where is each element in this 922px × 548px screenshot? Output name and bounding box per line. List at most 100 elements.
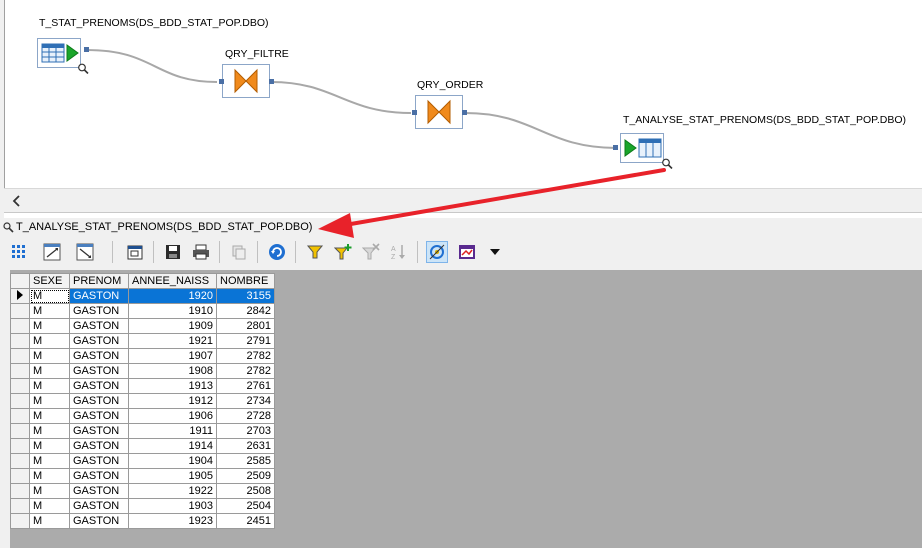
row-header[interactable] — [10, 318, 30, 334]
cell-annee-naiss[interactable]: 1908 — [128, 363, 217, 379]
cell-prenom[interactable]: GASTON — [69, 438, 129, 454]
row-header[interactable] — [10, 423, 30, 439]
column-header-annee-naiss[interactable]: ANNEE_NAISS — [128, 273, 217, 289]
cell-sexe[interactable]: M — [29, 348, 70, 364]
row-header[interactable] — [10, 453, 30, 469]
cell-nombre[interactable]: 2631 — [216, 438, 275, 454]
cell-annee-naiss[interactable]: 1922 — [128, 483, 217, 499]
cell-annee-naiss[interactable]: 1910 — [128, 303, 217, 319]
dataflow-canvas[interactable]: T_STAT_PRENOMS(DS_BDD_STAT_POP.DBO) QRY_… — [4, 0, 922, 188]
query-filtre-output-port[interactable] — [269, 79, 274, 84]
cell-prenom[interactable]: GASTON — [69, 378, 129, 394]
cell-sexe[interactable]: M — [29, 468, 70, 484]
cell-nombre[interactable]: 2782 — [216, 363, 275, 379]
query-filtre-icon-box[interactable] — [222, 64, 270, 98]
cell-prenom[interactable]: GASTON — [69, 303, 129, 319]
source-table-icon-box[interactable] — [37, 38, 81, 68]
row-header[interactable] — [10, 288, 30, 304]
row-header-corner[interactable] — [10, 273, 30, 289]
cell-sexe[interactable]: M — [29, 318, 70, 334]
row-header[interactable] — [10, 348, 30, 364]
cell-annee-naiss[interactable]: 1914 — [128, 438, 217, 454]
cell-prenom[interactable]: GASTON — [69, 363, 129, 379]
cell-annee-naiss[interactable]: 1907 — [128, 348, 217, 364]
cell-sexe[interactable]: M — [29, 363, 70, 379]
query-order-icon-box[interactable] — [415, 95, 463, 129]
cell-sexe[interactable]: M — [29, 288, 70, 304]
cell-sexe[interactable]: M — [29, 498, 70, 514]
row-header[interactable] — [10, 438, 30, 454]
cell-annee-naiss[interactable]: 1920 — [128, 288, 217, 304]
column-header-prenom[interactable]: PRENOM — [69, 273, 129, 289]
cell-annee-naiss[interactable]: 1905 — [128, 468, 217, 484]
cell-prenom[interactable]: GASTON — [69, 288, 129, 304]
cell-sexe[interactable]: M — [29, 438, 70, 454]
row-header[interactable] — [10, 408, 30, 424]
cell-prenom[interactable]: GASTON — [69, 408, 129, 424]
cell-prenom[interactable]: GASTON — [69, 453, 129, 469]
cell-annee-naiss[interactable]: 1906 — [128, 408, 217, 424]
cell-prenom[interactable]: GASTON — [69, 393, 129, 409]
cell-sexe[interactable]: M — [29, 393, 70, 409]
row-header[interactable] — [10, 333, 30, 349]
data-profile-button[interactable] — [426, 241, 448, 263]
cell-sexe[interactable]: M — [29, 453, 70, 469]
cell-prenom[interactable]: GASTON — [69, 348, 129, 364]
row-properties-button[interactable] — [74, 241, 96, 263]
cell-sexe[interactable]: M — [29, 423, 70, 439]
sort-button[interactable]: A Z — [388, 241, 410, 263]
cell-annee-naiss[interactable]: 1911 — [128, 423, 217, 439]
save-button[interactable] — [162, 241, 184, 263]
cell-annee-naiss[interactable]: 1913 — [128, 378, 217, 394]
cell-sexe[interactable]: M — [29, 333, 70, 349]
row-header[interactable] — [10, 303, 30, 319]
cell-prenom[interactable]: GASTON — [69, 483, 129, 499]
remove-filter-button[interactable] — [360, 241, 382, 263]
cell-nombre[interactable]: 2782 — [216, 348, 275, 364]
row-header[interactable] — [10, 363, 30, 379]
cell-nombre[interactable]: 2504 — [216, 498, 275, 514]
cell-prenom[interactable]: GASTON — [69, 318, 129, 334]
cell-nombre[interactable]: 2509 — [216, 468, 275, 484]
cell-nombre[interactable]: 2791 — [216, 333, 275, 349]
cell-annee-naiss[interactable]: 1923 — [128, 513, 217, 529]
open-in-window-button[interactable] — [124, 241, 146, 263]
cell-nombre[interactable]: 2761 — [216, 378, 275, 394]
cell-nombre[interactable]: 2842 — [216, 303, 275, 319]
cell-nombre[interactable]: 2703 — [216, 423, 275, 439]
row-header[interactable] — [10, 393, 30, 409]
cell-annee-naiss[interactable]: 1909 — [128, 318, 217, 334]
cell-nombre[interactable]: 2728 — [216, 408, 275, 424]
query-order-output-port[interactable] — [462, 110, 467, 115]
target-table-icon-box[interactable] — [620, 133, 664, 163]
cell-nombre[interactable]: 2585 — [216, 453, 275, 469]
magnifier-icon[interactable] — [661, 158, 674, 169]
filter-button[interactable] — [304, 241, 326, 263]
cell-sexe[interactable]: M — [29, 408, 70, 424]
row-header[interactable] — [10, 468, 30, 484]
cell-annee-naiss[interactable]: 1903 — [128, 498, 217, 514]
cell-prenom[interactable]: GASTON — [69, 333, 129, 349]
cell-nombre[interactable]: 2734 — [216, 393, 275, 409]
cell-sexe[interactable]: M — [29, 483, 70, 499]
query-filtre-input-port[interactable] — [219, 79, 224, 84]
grid-view-button[interactable] — [8, 241, 30, 263]
add-filter-button[interactable] — [332, 241, 354, 263]
cell-annee-naiss[interactable]: 1904 — [128, 453, 217, 469]
cell-nombre[interactable]: 2508 — [216, 483, 275, 499]
copy-button[interactable] — [228, 241, 250, 263]
